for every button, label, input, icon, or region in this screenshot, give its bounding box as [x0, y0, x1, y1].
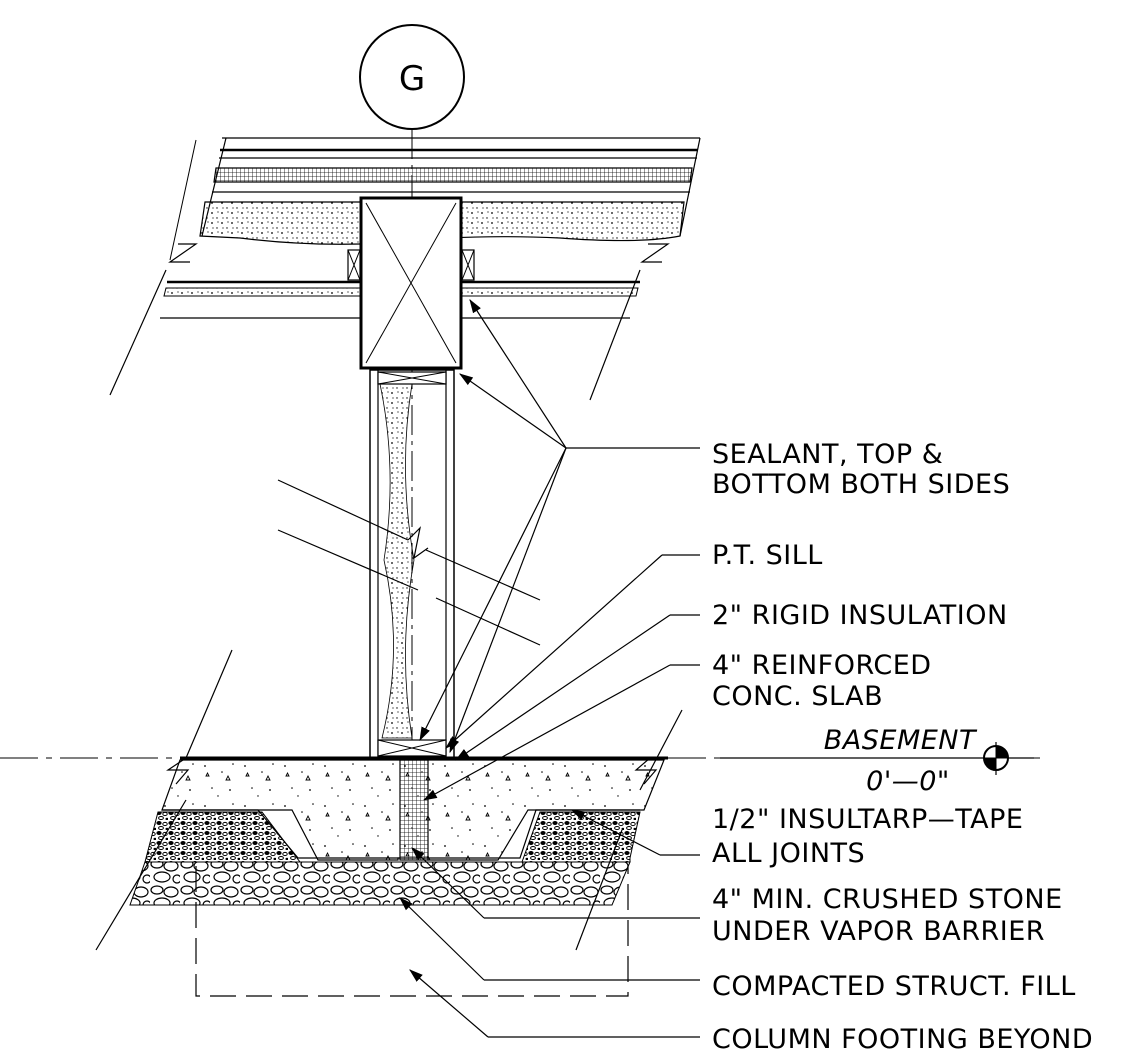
callout-stone-line1: 4" MIN. CRUSHED STONE — [712, 884, 1063, 915]
elevation-marker — [720, 742, 1034, 775]
callout-compacted-fill: COMPACTED STRUCT. FILL — [712, 971, 1076, 1002]
header-beam — [347, 196, 475, 370]
callout-column-footing: COLUMN FOOTING BEYOND — [712, 1024, 1093, 1055]
callout-sealant-line1: SEALANT, TOP & — [712, 439, 943, 470]
callout-stone-line2: UNDER VAPOR BARRIER — [712, 916, 1045, 947]
elevation-name: BASEMENT — [824, 725, 978, 756]
callout-insultarp-line1: 1/2" INSULTARP—TAPE — [712, 804, 1023, 835]
leader-lines — [399, 299, 700, 1038]
callout-slab-line2: CONC. SLAB — [712, 681, 883, 712]
callout-slab-line1: 4" REINFORCED — [712, 650, 932, 681]
slab-assembly — [0, 649, 1040, 997]
elevation-value: 0'—0" — [866, 766, 950, 797]
callout-rigid-insulation: 2" RIGID INSULATION — [712, 600, 1008, 631]
callout-pt-sill: P.T. SILL — [712, 540, 823, 571]
cut-plane-lines — [277, 479, 541, 646]
grid-marker-label: G — [399, 59, 425, 99]
callout-sealant-line2: BOTTOM BOTH SIDES — [712, 469, 1010, 500]
callout-insultarp-line2: ALL JOINTS — [712, 838, 865, 869]
